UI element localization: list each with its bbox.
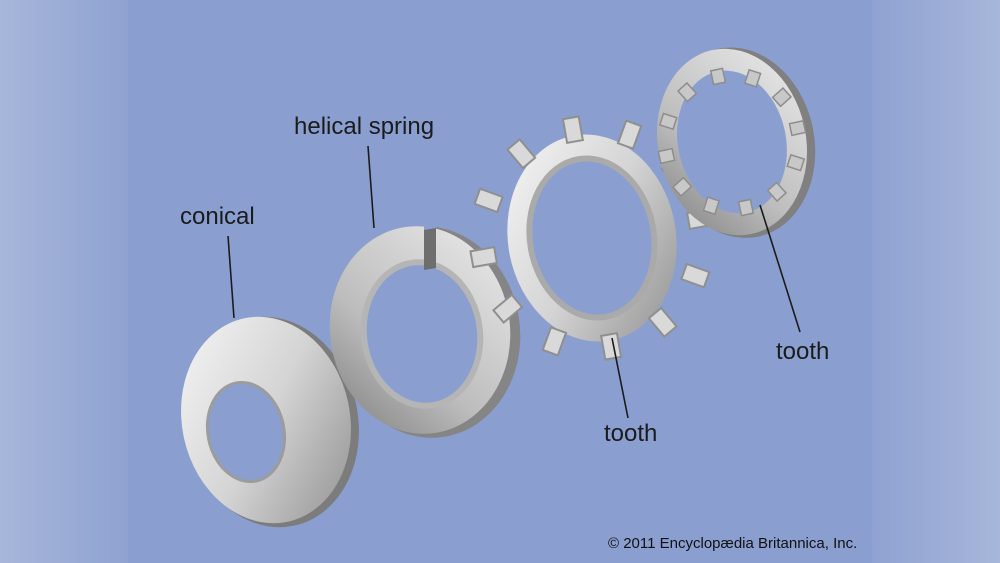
internal-tooth-washer (657, 47, 816, 238)
right-blur-edge (872, 0, 1000, 563)
helical-spring-washer (329, 226, 521, 438)
leader-line-tooth-external (611, 337, 629, 419)
label-conical: conical (180, 203, 255, 230)
copyright-text: © 2011 Encyclopædia Britannica, Inc. (608, 535, 858, 552)
external-tooth-washer (469, 115, 715, 361)
label-helical-spring: helical spring (294, 113, 435, 140)
leader-line-conical (227, 235, 235, 319)
label-tooth-external: tooth (604, 420, 658, 447)
leader-line-tooth-internal (759, 204, 801, 333)
conical-washer (181, 316, 359, 528)
label-tooth-internal: tooth (776, 338, 830, 365)
leader-line-helical (367, 145, 375, 229)
left-blur-edge (0, 0, 128, 563)
